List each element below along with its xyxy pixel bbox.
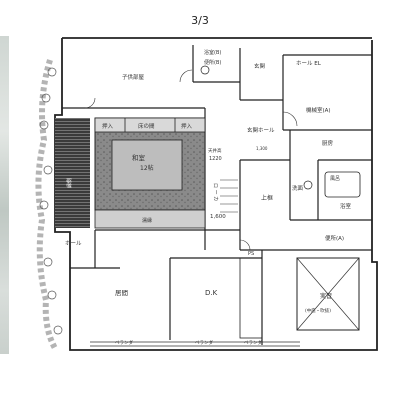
engawa-hatch [55, 118, 90, 228]
washitsu-inner [111, 139, 183, 191]
dim-small: 1,300 [256, 146, 268, 151]
room-jo: 12帖 [140, 164, 154, 172]
room-washitsu: 和室 [132, 153, 146, 162]
room-balcony-2: ベランダ [195, 339, 213, 346]
room-balcony-1: ベランダ [115, 339, 133, 346]
room-kikai-shitsu: 機械室(A) [306, 106, 331, 114]
room-genkan-hall: 玄関ホール [247, 126, 275, 134]
room-ps: PS [248, 251, 254, 257]
room-dk: D.K [205, 289, 218, 297]
room-benjo-b: 便所(B) [204, 59, 221, 66]
bathtub [324, 171, 361, 198]
doors [84, 69, 298, 251]
room-ofuro-b: 浴室(B) [204, 49, 221, 56]
kitchen-counter [239, 257, 263, 339]
garden-shrubs [35, 59, 59, 352]
nurien-strip [94, 209, 206, 229]
wash-basin [303, 180, 313, 190]
room-nurien: 濡縁 [142, 217, 152, 224]
adjacent-page-edge [0, 36, 9, 354]
room-choubou: 厨房 [322, 139, 334, 147]
room-tokonoma: 床の間 [138, 122, 155, 130]
garden-shrubs-circles [39, 67, 63, 335]
room-yokushitsu: 浴室 [340, 202, 352, 210]
room-senmen: 洗面 [292, 184, 304, 192]
room-hall-el: ホール EL [296, 60, 322, 67]
room-genkan: 玄関 [254, 62, 266, 70]
stairs [220, 179, 238, 213]
page-number: 3/3 [191, 14, 209, 27]
room-hall-l: ホール [65, 240, 82, 247]
room-ima: 居間 [115, 289, 128, 297]
room-oshiire-1: 押入 [102, 122, 114, 130]
room-oshiire-2: 押入 [181, 122, 193, 130]
room-kodomo-beya: 子供部屋 [122, 73, 145, 81]
room-agari: 上框 [261, 194, 273, 202]
toilet-b [200, 65, 210, 75]
jitsu-square [296, 257, 360, 331]
oshiire-row [94, 117, 206, 133]
room-benjo-a: 便所(A) [325, 234, 344, 242]
room-furo: 風呂 [330, 176, 340, 182]
room-jitsu-sub: (中庭・吹抜) [305, 307, 331, 314]
room-balcony-3: ベランダ [244, 339, 262, 346]
outer-walls [54, 37, 378, 351]
room-jitsu: 実習 [320, 292, 332, 300]
dim-kamachi: 1,600 [210, 214, 226, 220]
room-ro-ka: ロ ー カ [212, 183, 218, 201]
dim-ceiling-2: 1220 [209, 156, 222, 162]
dim-ceiling-1: 天井高 [208, 147, 222, 154]
room-engawa: 縁側 [66, 178, 73, 188]
